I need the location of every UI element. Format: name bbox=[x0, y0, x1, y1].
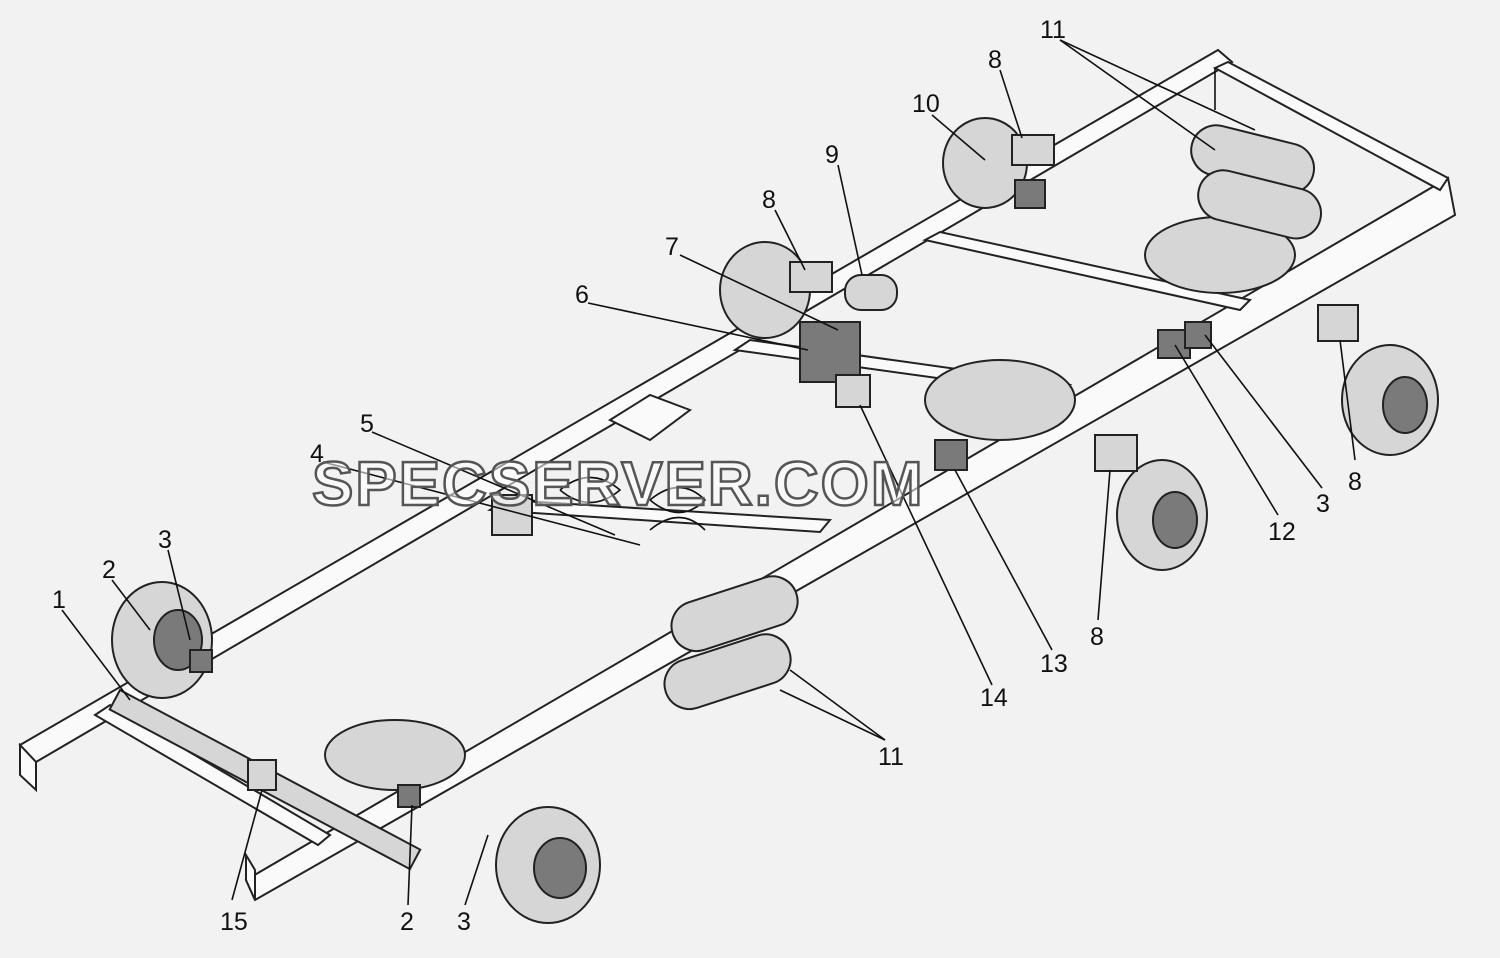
callout-3-front: 3 bbox=[158, 526, 172, 554]
rear-right-hub-cap bbox=[1382, 376, 1428, 434]
air-tank-upper bbox=[670, 575, 799, 653]
chassis-frame bbox=[18, 48, 1457, 902]
callout-11-rear: 11 bbox=[1040, 16, 1066, 44]
callout-10: 10 bbox=[912, 90, 940, 118]
watermark: SPECSERVER.COM bbox=[312, 450, 925, 519]
trailer-coil-hoses-4 bbox=[559, 476, 707, 531]
brake-valve-15 bbox=[247, 759, 277, 791]
callout-2-front: 2 bbox=[102, 556, 116, 584]
left-frame-rail-flange bbox=[19, 742, 37, 793]
callout-4: 4 bbox=[310, 440, 324, 468]
middle-axle bbox=[719, 241, 1208, 571]
callout-13: 13 bbox=[1040, 650, 1068, 678]
rear-axle bbox=[942, 117, 1439, 456]
callout-5: 5 bbox=[360, 410, 374, 438]
rear-cross-member bbox=[1212, 60, 1450, 192]
front-right-brake-chamber bbox=[397, 784, 421, 808]
cross-member-4 bbox=[922, 230, 1252, 312]
leader-lines bbox=[61, 39, 1356, 906]
air-dryer-6 bbox=[799, 321, 861, 383]
callout-9: 9 bbox=[825, 141, 839, 169]
front-right-hub-cap bbox=[533, 837, 587, 899]
middle-right-hub-cap bbox=[1152, 491, 1198, 549]
rear-left-spring-brake-8 bbox=[1011, 134, 1055, 166]
callout-15: 15 bbox=[220, 908, 248, 936]
callout-14: 14 bbox=[980, 684, 1008, 712]
callout-11-front: 11 bbox=[878, 743, 904, 771]
callout-labels: 1 2 3 4 5 6 7 8 9 10 8 11 11 12 3 8 8 13… bbox=[52, 16, 1362, 936]
callout-8-rear-left: 8 bbox=[988, 46, 1002, 74]
valves-and-fittings bbox=[491, 179, 1212, 536]
callout-3-rear: 3 bbox=[1316, 490, 1330, 518]
rear-valve bbox=[1014, 179, 1046, 209]
callout-2-front-right: 2 bbox=[400, 908, 414, 936]
middle-right-spring-brake-8 bbox=[1094, 434, 1138, 472]
callout-12: 12 bbox=[1268, 518, 1296, 546]
front-left-brake-chamber bbox=[189, 649, 213, 673]
relay-valve-13 bbox=[934, 439, 968, 471]
callout-6: 6 bbox=[575, 281, 589, 309]
air-tank-lower bbox=[663, 633, 792, 711]
callout-7: 7 bbox=[665, 233, 679, 261]
front-cross-member bbox=[93, 703, 332, 847]
callout-8-rear-right: 8 bbox=[1348, 468, 1362, 496]
rear-right-spring-brake-8 bbox=[1317, 304, 1359, 342]
protection-valve-14 bbox=[835, 374, 871, 408]
mid-bracket bbox=[607, 393, 693, 442]
rear-air-tanks bbox=[1190, 124, 1322, 240]
callout-1: 1 bbox=[52, 586, 66, 614]
front-air-tanks bbox=[663, 575, 799, 711]
front-differential bbox=[324, 719, 466, 791]
callout-3-front-right: 3 bbox=[457, 908, 471, 936]
front-axle bbox=[108, 581, 601, 924]
rear-air-tank-lower bbox=[1197, 169, 1322, 240]
air-filter-9 bbox=[844, 274, 898, 311]
right-frame-rail-flange bbox=[245, 851, 256, 901]
valve-3-rear bbox=[1184, 321, 1212, 349]
middle-left-spring-brake-8 bbox=[789, 261, 833, 293]
callout-8-middle-right: 8 bbox=[1090, 623, 1104, 651]
callout-8-middle-left: 8 bbox=[762, 186, 776, 214]
middle-differential bbox=[924, 359, 1076, 441]
